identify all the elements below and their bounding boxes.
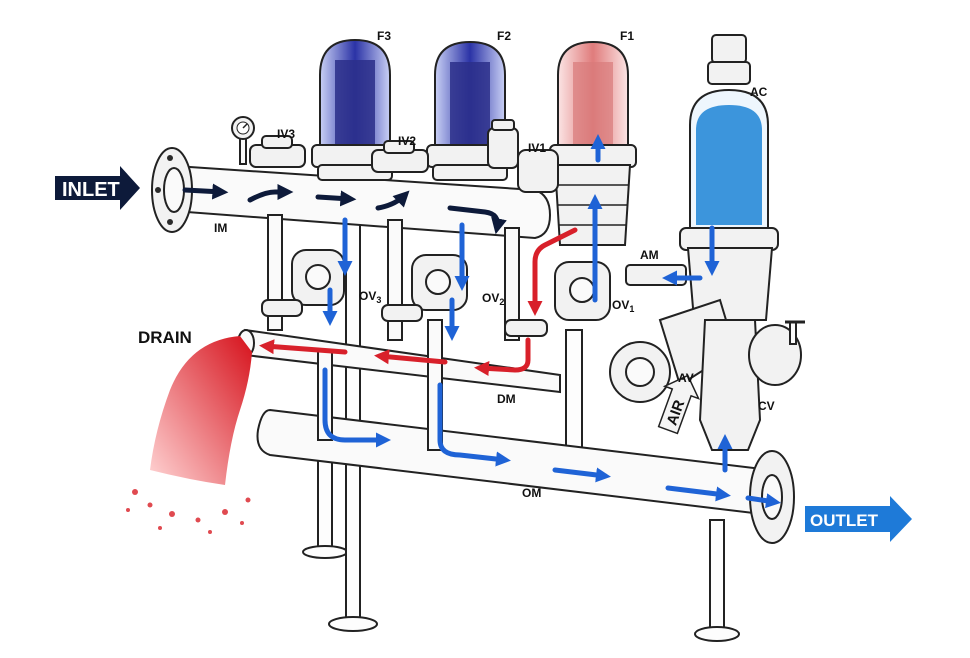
ac-label: AC <box>750 85 768 99</box>
outlet-valve-ov2 <box>381 254 468 322</box>
inlet-valve-iv3 <box>249 135 306 168</box>
av-label: AV <box>678 371 694 385</box>
inlet-label: INLET <box>62 179 120 201</box>
dm-label: DM <box>497 392 516 406</box>
iv3-label: IV3 <box>277 127 295 141</box>
check-valve <box>698 319 805 451</box>
drain-spray <box>126 336 252 534</box>
f3-label: F3 <box>377 29 391 43</box>
pressure-gauge <box>231 116 255 165</box>
om-label: OM <box>522 486 541 500</box>
im-label: IM <box>214 221 227 235</box>
filter-f1 <box>549 40 637 246</box>
inlet-valve-iv1 <box>487 119 559 193</box>
iv2-label: IV2 <box>398 134 416 148</box>
am-label: AM <box>640 248 659 262</box>
drain-flow-arrows <box>259 227 578 377</box>
outlet-label: OUTLET <box>810 511 879 530</box>
ov1-label: OV1 <box>612 298 634 314</box>
drain-label: DRAIN <box>138 328 192 347</box>
inlet-arrow: INLET <box>55 166 140 210</box>
inlet-valve-iv2 <box>371 140 429 173</box>
air-chamber <box>625 34 779 321</box>
ov3-label: OV3 <box>359 289 381 305</box>
f1-label: F1 <box>620 29 634 43</box>
iv1-label: IV1 <box>528 141 546 155</box>
cv-label: CV <box>758 399 775 413</box>
inlet-flow-arrows <box>182 183 507 235</box>
f2-label: F2 <box>497 29 511 43</box>
filter-f3 <box>311 38 399 181</box>
ov2-label: OV2 <box>482 291 504 307</box>
filtered-flow-arrows <box>322 134 781 509</box>
outlet-arrow: OUTLET <box>805 496 912 542</box>
